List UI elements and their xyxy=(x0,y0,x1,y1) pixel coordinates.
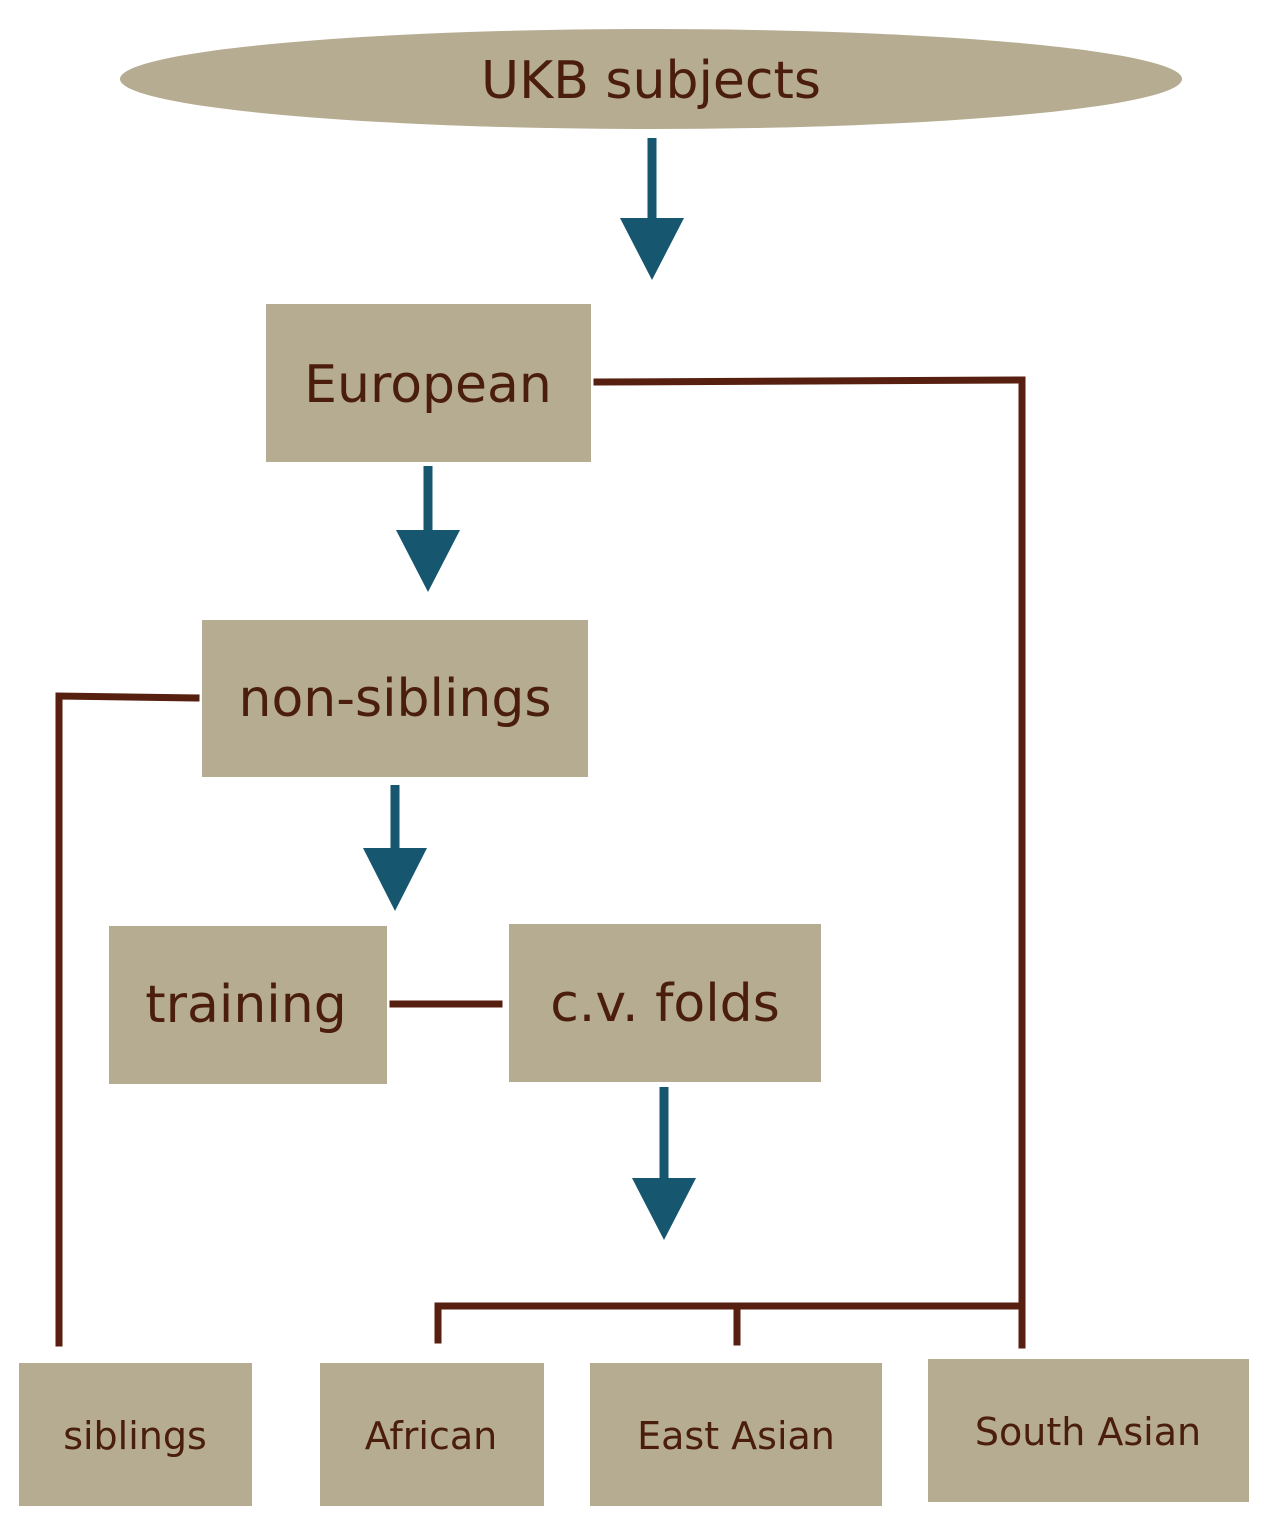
node-training-label: training xyxy=(145,975,346,1035)
node-african-label: African xyxy=(365,1414,497,1458)
arrows xyxy=(363,138,696,1240)
node-african: African xyxy=(320,1363,544,1506)
node-siblings-label: siblings xyxy=(63,1414,207,1458)
arrow-down-icon xyxy=(620,138,684,280)
node-east-asian-label: East Asian xyxy=(637,1414,835,1458)
node-non-siblings-label: non-siblings xyxy=(239,669,552,729)
node-cv-folds-label: c.v. folds xyxy=(550,974,780,1034)
node-south-asian: South Asian xyxy=(928,1359,1249,1502)
node-south-asian-label: South Asian xyxy=(975,1410,1201,1454)
arrow-down-icon xyxy=(363,785,427,911)
node-non-siblings: non-siblings xyxy=(202,620,588,777)
node-ukb-subjects-label: UKB subjects xyxy=(481,51,821,111)
node-siblings: siblings xyxy=(19,1363,252,1506)
node-east-asian: East Asian xyxy=(590,1363,882,1506)
node-cv-folds: c.v. folds xyxy=(509,924,821,1082)
connector-european-south-asian xyxy=(593,376,1026,1349)
arrow-down-icon xyxy=(632,1087,696,1240)
node-ukb-subjects: UKB subjects xyxy=(120,29,1182,129)
connectors xyxy=(55,376,1026,1349)
node-european-label: European xyxy=(304,355,552,415)
arrow-down-icon xyxy=(396,466,460,592)
node-european: European xyxy=(266,304,591,462)
node-training: training xyxy=(109,926,387,1084)
connector-nonsiblings-siblings xyxy=(55,692,200,1347)
